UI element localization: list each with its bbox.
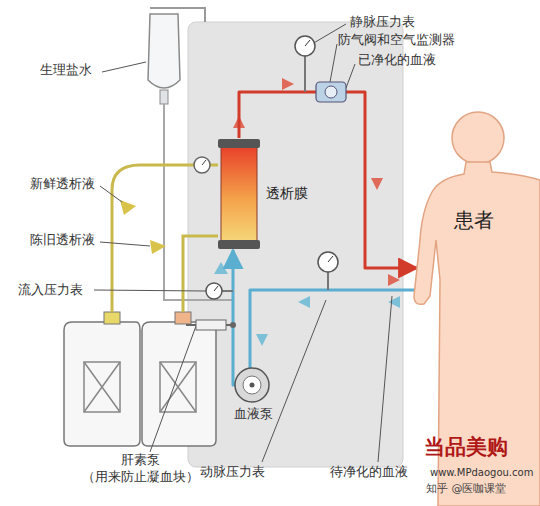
flow-label: 新鲜透析液 [30,176,95,193]
flow-arrows [388,274,400,286]
blood-pump [243,376,261,394]
flow-label: 已净化的血液 [358,52,436,69]
part-label: 静脉压力表 [350,14,415,31]
dialysate-jugs [175,312,191,324]
flow-arrows [298,296,310,308]
arterial-pressure-gauge [318,252,338,272]
blood-pump [235,368,269,402]
air-detector [325,86,337,98]
venous-pressure-gauge [305,40,310,46]
dialyzer-cylinder [216,138,262,250]
inflow-pressure-gauge [206,283,222,299]
venous-pressure-gauge [295,36,315,92]
leader-lines [94,24,392,462]
inflow-pressure-gauge [206,283,233,299]
flow-arrows [388,296,400,308]
venous-pressure-gauge [304,56,306,92]
arterial-pressure-gauge [318,252,338,290]
leader-lines [102,62,146,72]
heparin-pump [186,324,233,326]
dialyzer-body [221,146,257,242]
arterial-pressure-gauge [328,256,333,262]
dialysate-jugs [160,362,196,412]
venous-pressure-gauge [295,36,315,56]
dialyzer-cap [218,240,260,249]
heparin-pump [196,320,226,330]
dialysate-gauge [202,160,206,165]
flow-label: 待净化的血液 [330,464,408,481]
dialysate-jugs [84,362,120,412]
dialysate-tubes [183,236,218,312]
air-detector [316,82,346,102]
saline-bag [160,90,168,104]
inflow-pressure-gauge [214,286,218,291]
dialyzer-cap [218,139,260,148]
patient-body [414,162,540,506]
flow-arrows [120,78,400,346]
patient-head [452,112,504,164]
dialyzer-label: 透析膜 [266,185,308,203]
flow-arrows [120,200,136,215]
flow-arrows [256,334,268,346]
patient-label: 患者 [454,208,494,233]
purified-blood-line [239,92,417,268]
watermark: 当品美购 [424,434,508,461]
watermark: www.MPdaogou.com [430,466,533,479]
part-label: 防气阀和空气监测器 [338,32,455,49]
dialysate-gauge [194,157,210,173]
inflow-pressure-gauge [222,290,233,292]
leader-lines [100,186,122,202]
dialysate-jugs [104,312,120,324]
dialysate-jugs [84,362,120,412]
flow-arrows [150,240,166,254]
dialysate-jugs [64,312,216,446]
saline-bag [148,14,180,88]
leader-lines [346,64,355,88]
part-label: 生理盐水 [40,62,92,79]
dialysate-gauge [194,157,210,173]
arterial-pressure-gauge [327,272,329,290]
heparin-pump [230,322,236,328]
leader-lines [100,242,150,246]
air-detector [316,82,346,102]
flow-arrows [371,178,383,190]
blood-pump [235,368,269,402]
leader-lines [94,290,206,291]
part-label: 动脉压力表 [200,464,265,481]
leader-lines [330,44,337,82]
machine-panel [188,22,403,467]
watermark: 知乎 @医咖课堂 [426,482,507,496]
part-label: 肝素泵 （用来防止凝血块） [60,452,220,486]
dialyzer-node: 透析膜 [216,138,308,250]
saline-bag [148,14,233,300]
part-label: 血液泵 [234,406,273,423]
blood-pump [250,383,255,388]
heparin-pump [186,320,236,330]
dialysate-jugs [160,362,196,412]
leader-lines [150,326,196,452]
flow-arrows [214,262,228,274]
dialysate-jugs [142,322,216,446]
leader-lines [378,296,392,462]
dialysate-jugs [64,322,140,446]
flow-arrows [282,78,294,90]
part-label: 流入压力表 [18,282,83,299]
flow-label: 陈旧透析液 [30,232,95,249]
unpurified-blood-line [233,250,415,385]
leader-lines [262,300,326,462]
